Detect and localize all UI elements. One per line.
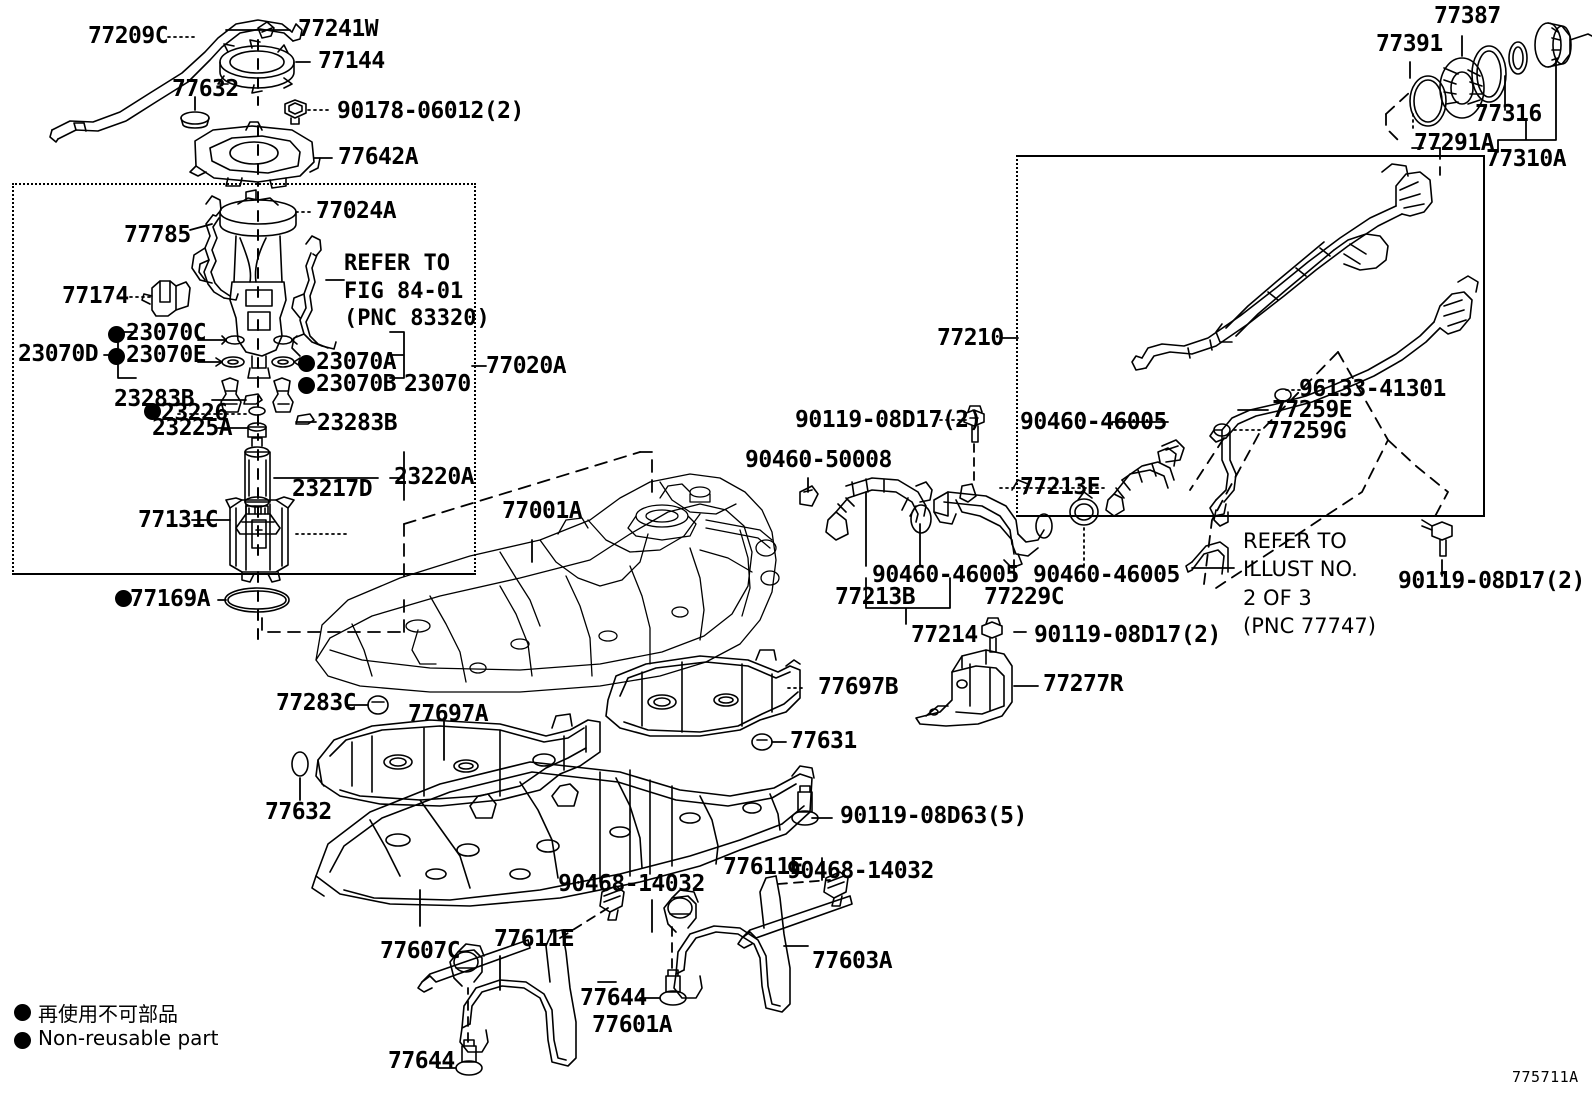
- callout-90119-08D17-c: 90119-08D17(2): [1398, 568, 1585, 594]
- callout-77697B: 77697B: [818, 674, 899, 700]
- nonreusable-dot-77169A: [115, 590, 132, 607]
- part-77391-gasket: [1409, 75, 1447, 127]
- parts-grommets-small: [291, 695, 773, 777]
- callout-77210: 77210: [937, 325, 1004, 351]
- callout-77241W: 77241W: [298, 16, 379, 42]
- callout-77611E-right: 77611E: [723, 854, 804, 880]
- nonreusable-dot-23226: [144, 403, 161, 420]
- callout-77603A: 77603A: [812, 948, 893, 974]
- callout-77209C: 77209C: [88, 23, 169, 49]
- callout-77631: 77631: [790, 728, 857, 754]
- part-illust-2of3-tube: [1185, 541, 1229, 575]
- callout-90119-08D17-b: 90119-08D17(2): [1034, 622, 1221, 648]
- callout-77632-top: 77632: [172, 76, 239, 102]
- callout-23070E: 23070E: [126, 342, 207, 368]
- callout-77632-bot: 77632: [265, 799, 332, 825]
- callout-90468-14032-r: 90468-14032: [787, 858, 934, 884]
- part-77632-grommet-top: [180, 111, 210, 129]
- callout-77611E-left: 77611E: [494, 926, 575, 952]
- callout-77644-mid: 77644: [580, 985, 647, 1011]
- part-77241W-clip: [257, 21, 275, 39]
- callout-77391: 77391: [1376, 31, 1443, 57]
- callout-77644-left: 77644: [388, 1048, 455, 1074]
- part-77387-gasket: [1471, 45, 1507, 103]
- callout-77387: 77387: [1434, 3, 1501, 29]
- callout-90460-46005-B: 90460-46005: [872, 562, 1019, 588]
- part-90119-08D63-bolt: [791, 785, 819, 826]
- callout-90460-46005-C: 90460-46005: [1033, 562, 1180, 588]
- part-77310A-cap: [1534, 22, 1592, 68]
- callout-23070C: 23070C: [126, 320, 207, 346]
- callout-77785: 77785: [124, 222, 191, 248]
- callout-77024A: 77024A: [316, 198, 397, 224]
- part-77642A-bracket: [189, 121, 321, 189]
- part-77611E-bolts: [417, 895, 853, 993]
- callout-77642A: 77642A: [338, 144, 419, 170]
- callout-90178-06012: 90178-06012(2): [337, 98, 524, 124]
- callout-77131C: 77131C: [138, 507, 219, 533]
- callout-77229C: 77229C: [984, 584, 1065, 610]
- box-77020A-assembly: [12, 183, 476, 575]
- part-77697B-shield: [605, 649, 801, 737]
- callout-23220A: 23220A: [394, 464, 475, 490]
- callout-77607C: 77607C: [380, 938, 461, 964]
- callout-23070A: 23070A: [316, 349, 397, 375]
- nonreusable-dot-23070E: [108, 348, 125, 365]
- callout-23217D: 23217D: [292, 476, 373, 502]
- callout-90119-08D63: 90119-08D63(5): [840, 803, 1027, 829]
- callout-77214: 77214: [911, 622, 978, 648]
- part-77277R-shield: [915, 649, 1013, 727]
- nonreusable-dot-23070C: [108, 326, 125, 343]
- callout-77169A: 77169A: [130, 586, 211, 612]
- callout-90460-50008: 90460-50008: [745, 447, 892, 473]
- nonreusable-dot-23070A: [298, 355, 315, 372]
- callout-77213B: 77213B: [835, 584, 916, 610]
- callout-77174: 77174: [62, 283, 129, 309]
- callout-77283C: 77283C: [276, 690, 357, 716]
- refer-note-illust-2of3: REFER TO ILLUST NO. 2 OF 3 (PNC 77747): [1243, 529, 1376, 639]
- figure-id: 775711A: [1512, 1068, 1579, 1086]
- nonreusable-dot-23070B: [298, 377, 315, 394]
- callout-77277R: 77277R: [1043, 671, 1124, 697]
- callout-90460-46005-E: 90460-46005: [1020, 409, 1167, 435]
- callout-77001A: 77001A: [502, 498, 583, 524]
- callout-23283B-right: 23283B: [317, 410, 398, 436]
- callout-90468-14032-l: 90468-14032: [558, 871, 705, 897]
- legend-japanese: 再使用不可部品: [38, 1002, 178, 1026]
- callout-23070D: 23070D: [18, 341, 99, 367]
- legend-dot-en: [14, 1032, 31, 1049]
- part-77316-ring: [1508, 41, 1528, 75]
- callout-96133-41301: 96133-41301: [1299, 376, 1446, 402]
- callout-90119-08D17-a: 90119-08D17(2): [795, 407, 982, 433]
- callout-23283B-left: 23283B: [114, 386, 195, 412]
- box-77210-assembly: [1016, 155, 1485, 517]
- part-77697A-shield: [315, 713, 601, 807]
- callout-77259E: 77259E: [1272, 397, 1353, 423]
- callout-77213E: 77213E: [1020, 474, 1101, 500]
- callout-77259G: 77259G: [1266, 418, 1347, 444]
- callout-77144: 77144: [318, 48, 385, 74]
- part-77169A-oring: [224, 587, 290, 613]
- callout-77697A: 77697A: [408, 701, 489, 727]
- callout-23225A: 23225A: [152, 415, 233, 441]
- callout-23070: 23070: [404, 371, 471, 397]
- callout-77316: 77316: [1475, 101, 1542, 127]
- callout-23070B: 23070B: [316, 371, 397, 397]
- callout-77601A: 77601A: [592, 1012, 673, 1038]
- callout-23226: 23226: [161, 400, 228, 426]
- refer-note-fig-84-01: REFER TO FIG 84-01 (PNC 83320): [344, 251, 490, 331]
- legend-english: Non-reusable part: [38, 1026, 219, 1050]
- legend-dot-jp: [14, 1004, 31, 1021]
- part-90178-06012-nut: [284, 99, 307, 125]
- callout-77291A: 77291A: [1414, 130, 1495, 156]
- callout-77310A: 77310A: [1486, 146, 1567, 172]
- callout-77020A: 77020A: [486, 353, 567, 379]
